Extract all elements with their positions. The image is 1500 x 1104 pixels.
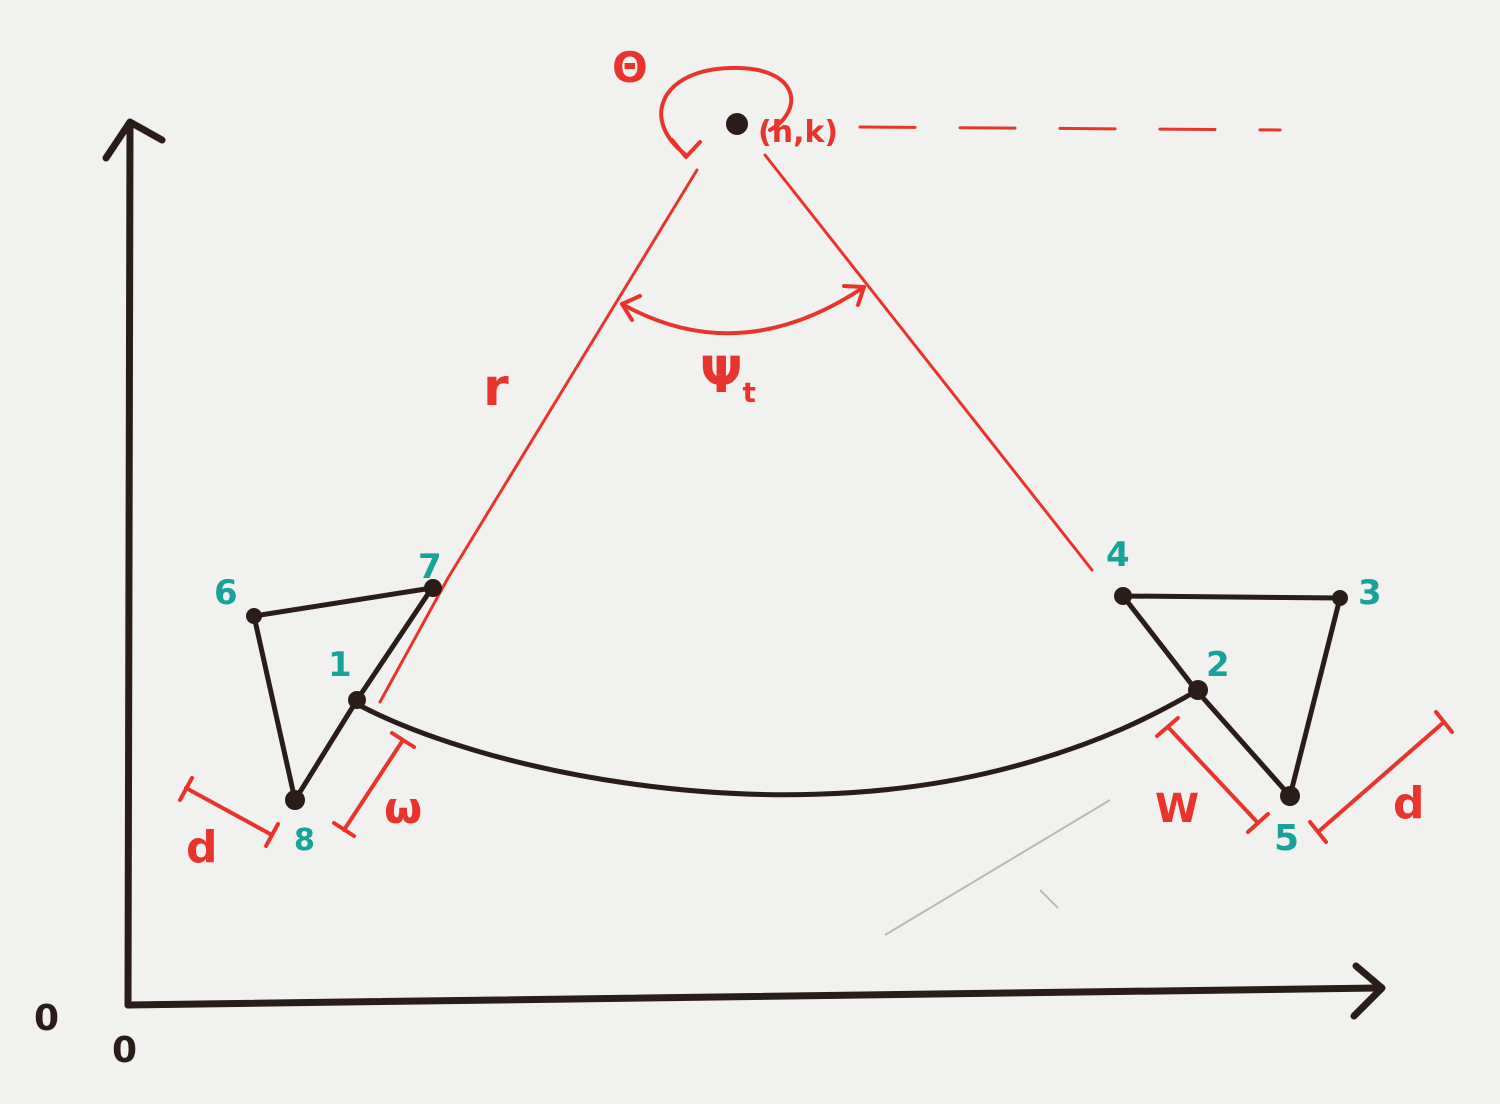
- connecting-arc: [354, 687, 1201, 798]
- center-point: [726, 113, 748, 135]
- axes: [102, 118, 1386, 1020]
- x-axis: [124, 984, 1382, 1009]
- center-label: (h,k): [758, 115, 838, 150]
- vertex-8-dot: [285, 790, 305, 810]
- vertex-label-5: 5: [1274, 818, 1299, 859]
- theta-arrowhead: [670, 138, 702, 159]
- vertex-label-7: 7: [418, 547, 442, 587]
- left-triangle-edges: [251, 585, 435, 803]
- right-width-label: W: [1155, 786, 1199, 832]
- right-depth-label: d: [1393, 778, 1425, 829]
- vertex-6-dot: [246, 608, 262, 624]
- heading-reference-line: [858, 125, 1282, 132]
- board-smudge: [884, 799, 1111, 936]
- vertex-label-1: 1: [328, 645, 352, 685]
- vertex-3-dot: [1332, 590, 1348, 606]
- vertex-label-2: 2: [1206, 645, 1230, 685]
- right-depth-dimension: [1308, 710, 1454, 844]
- theta-rotation-arc: [659, 65, 794, 157]
- origin-label-x: 0: [112, 1030, 137, 1071]
- left-depth-dimension: [178, 776, 280, 848]
- origin-label-y: 0: [34, 998, 59, 1039]
- left-triangle: [246, 579, 442, 810]
- cone-left-edge: [378, 168, 699, 704]
- psi-angle-arc: [620, 285, 866, 336]
- y-axis-arrowhead: [102, 118, 166, 162]
- theta-label: Θ: [612, 43, 648, 92]
- vertex-label-6: 6: [214, 573, 238, 613]
- x-axis-arrowhead: [1350, 962, 1386, 1020]
- psi-arrowhead-left: [620, 294, 642, 322]
- vertex-label-4: 4: [1106, 535, 1130, 575]
- right-triangle: [1114, 587, 1348, 806]
- left-depth-label: d: [186, 822, 218, 873]
- radius-label: r: [483, 358, 509, 418]
- psi-arrowhead-right: [842, 284, 866, 307]
- y-axis: [124, 121, 134, 1009]
- right-width-dimension: [1155, 716, 1270, 834]
- labels: Θ (h,k) r Ψt ω d W d 1 2 3 4 5 6 7 8 0 0: [34, 43, 1425, 1071]
- vertex-4-dot: [1114, 587, 1132, 605]
- psi-label: Ψt: [700, 346, 756, 409]
- vertex-label-3: 3: [1358, 573, 1382, 613]
- dimensions: [178, 710, 1454, 848]
- cone-right-edge: [763, 153, 1094, 572]
- left-width-dimension: [332, 731, 416, 838]
- right-triangle-edges: [1120, 593, 1343, 799]
- cone-construction: [378, 65, 1282, 704]
- vertex-label-8: 8: [294, 823, 315, 858]
- vertex-5-dot: [1280, 786, 1300, 806]
- vertex-7-dot: [424, 579, 442, 597]
- left-width-label: ω: [384, 783, 422, 834]
